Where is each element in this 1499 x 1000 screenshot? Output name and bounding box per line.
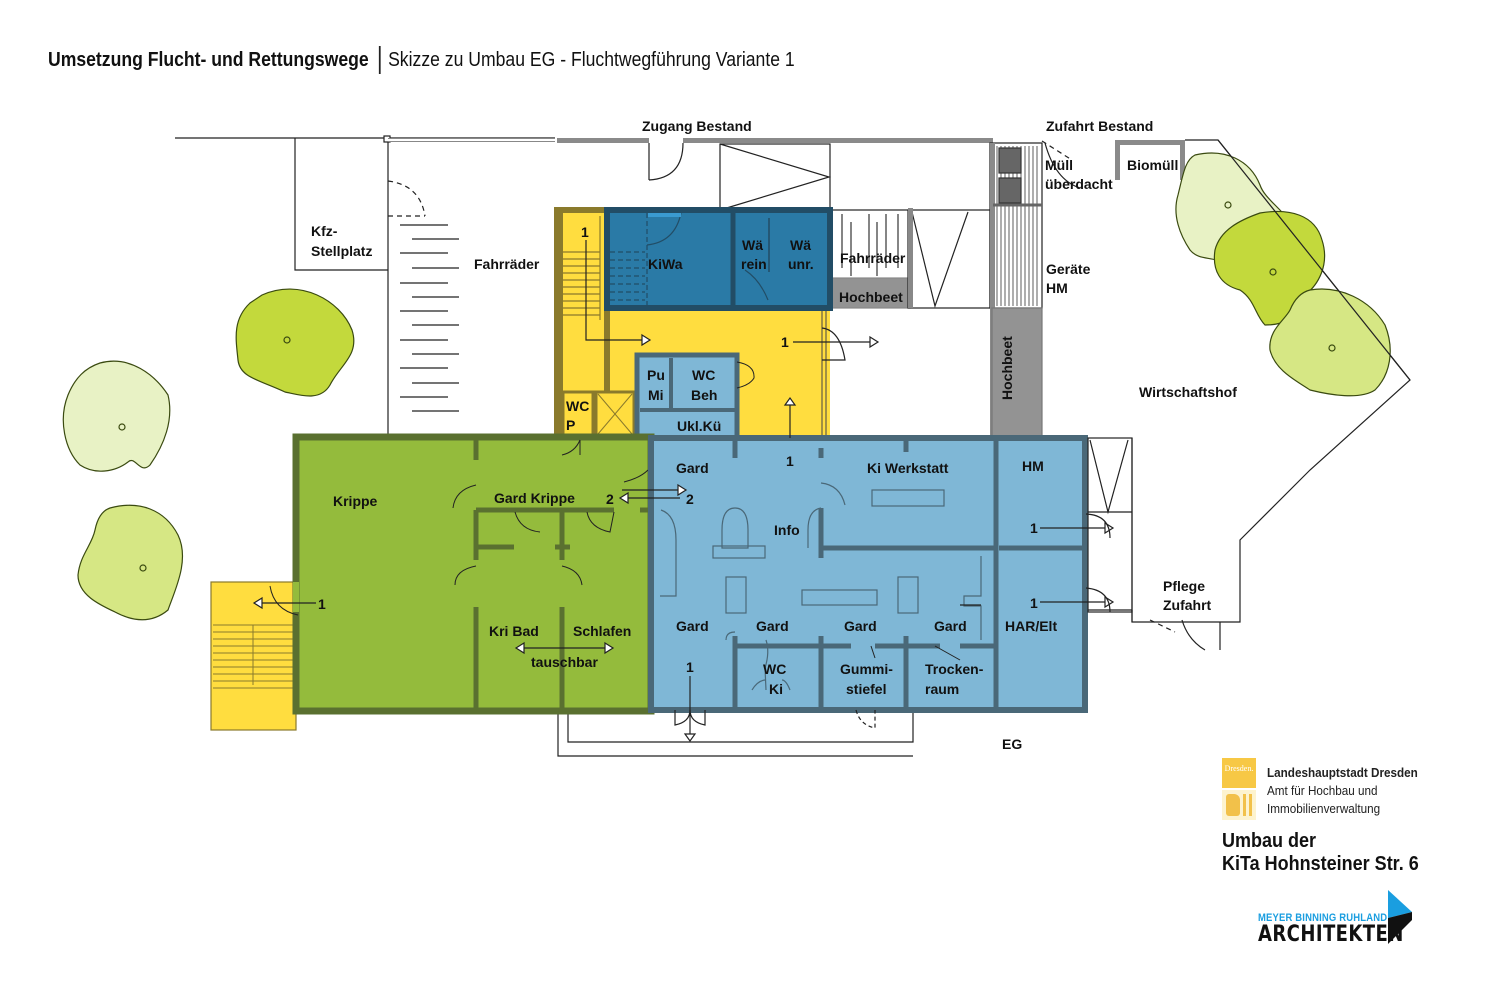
room-ukl-kue: Ukl.Kü (677, 418, 721, 434)
label-biomuell: Biomüll (1127, 157, 1178, 173)
room-wcp-2: P (566, 417, 575, 433)
architect-word: ARCHITEKTEN (1258, 922, 1404, 947)
room-tauschbar: tauschbar (531, 654, 598, 670)
architect-names: MEYER BINNING RUHLAND (1258, 912, 1388, 924)
label-kfz-1: Kfz- (311, 223, 338, 239)
room-schlafen: Schlafen (573, 623, 631, 639)
room-wcbeh-1: WC (692, 367, 715, 383)
route-num-krippe: 1 (318, 596, 326, 612)
tree-3 (77, 504, 184, 621)
label-geraete-1: Geräte (1046, 261, 1091, 277)
room-wae-rein-1: Wä (742, 237, 763, 253)
route-num-gard-krippe: 2 (606, 491, 614, 507)
room-gard-nw: Gard (676, 460, 709, 476)
route-num-yellow-east: 1 (781, 334, 789, 350)
route-num-yellow-south: 1 (786, 453, 794, 469)
room-har-elt: HAR/Elt (1005, 618, 1057, 634)
escape-arrows (252, 240, 1133, 743)
route-num-stair: 1 (581, 224, 589, 240)
label-pflege-2: Zufahrt (1163, 597, 1212, 613)
label-zugang-bestand: Zugang Bestand (642, 118, 752, 134)
label-muell-1: Müll (1045, 157, 1073, 173)
label-geraete-2: HM (1046, 280, 1068, 296)
room-kiwa: KiWa (648, 256, 683, 272)
room-ki-werkstatt: Ki Werkstatt (867, 460, 949, 476)
tree-2 (62, 360, 171, 472)
project-line-2: KiTa Hohnsteiner Str. 6 (1222, 853, 1419, 875)
room-wcp-1: WC (566, 398, 589, 414)
project-line-1: Umbau der (1222, 830, 1317, 852)
room-wae-rein-2: rein (741, 256, 767, 272)
room-wcbeh-2: Beh (691, 387, 717, 403)
room-wcki-1: WC (763, 661, 786, 677)
label-hochbeet-horizontal: Hochbeet (839, 289, 903, 305)
room-pumi-1: Pu (647, 367, 665, 383)
page-title: Umsetzung Flucht- und Rettungswege Skizz… (48, 46, 795, 74)
title-subtitle: Skizze zu Umbau EG - Fluchtwegführung Va… (388, 48, 795, 71)
architect-logo: MEYER BINNING RUHLAND ARCHITEKTEN (1258, 890, 1418, 948)
label-zufahrt-bestand: Zufahrt Bestand (1046, 118, 1153, 134)
room-wae-unr-2: unr. (788, 256, 814, 272)
label-floor-eg: EG (1002, 736, 1022, 752)
site-text-labels: Zugang Bestand Zufahrt Bestand Kfz- Stel… (311, 118, 1237, 752)
room-kri-bad: Kri Bad (489, 623, 539, 639)
authority-text: Landeshauptstadt Dresden Amt für Hochbau… (1267, 764, 1418, 818)
label-muell-2: überdacht (1045, 176, 1113, 192)
room-hm: HM (1022, 458, 1044, 474)
zone-blue-core (634, 352, 755, 441)
room-gard-s3: Gard (844, 618, 877, 634)
room-gard-s2: Gard (756, 618, 789, 634)
room-gummi-2: stiefel (846, 681, 886, 697)
tree-6 (1269, 288, 1391, 397)
dresden-logo: Dresden. (1222, 758, 1256, 820)
route-num-hm: 1 (1030, 520, 1038, 536)
zone-dark-blue (604, 207, 833, 311)
label-wirtschaftshof: Wirtschaftshof (1139, 384, 1237, 400)
zone-kita-blue (648, 435, 1088, 713)
room-info: Info (774, 522, 800, 538)
room-labels: KiWa Wä rein Wä unr. Pu Mi WC Beh WC P U… (333, 237, 1057, 697)
route-num-gard-blue: 2 (686, 491, 694, 507)
room-gard-sw: Gard (676, 618, 709, 634)
bike-stands-west (400, 224, 459, 412)
title-separator (379, 46, 382, 74)
label-fahrraeder-east: Fahrräder (840, 250, 906, 266)
tree-1 (235, 288, 355, 397)
authority-dept-1: Amt für Hochbau und (1267, 783, 1378, 798)
tauschbar-arrow (514, 641, 615, 655)
authority-name: Landeshauptstadt Dresden (1267, 765, 1418, 780)
room-pumi-2: Mi (648, 387, 664, 403)
room-trocken-2: raum (925, 681, 959, 697)
room-wae-unr-1: Wä (790, 237, 811, 253)
trees (62, 139, 1411, 621)
room-gard-krippe: Gard Krippe (494, 490, 575, 506)
label-pflege-1: Pflege (1163, 578, 1205, 594)
room-gard-s4: Gard (934, 618, 967, 634)
room-krippe: Krippe (333, 493, 378, 509)
route-num-south: 1 (686, 659, 694, 675)
existing-wall-north (557, 138, 993, 211)
authority-dept-2: Immobilienverwaltung (1267, 801, 1381, 816)
project-title: Umbau der KiTa Hohnsteiner Str. 6 (1222, 830, 1419, 876)
label-hochbeet-vertical: Hochbeet (999, 336, 1015, 400)
room-wcki-2: Ki (769, 681, 783, 697)
tree-5 (1213, 210, 1326, 326)
dresden-coat-of-arms-icon (1222, 790, 1256, 820)
title-main: Umsetzung Flucht- und Rettungswege (48, 48, 369, 71)
room-trocken-1: Trocken- (925, 661, 984, 677)
dresden-logo-text: Dresden. (1222, 758, 1256, 788)
architect-chevron-icon (1388, 890, 1412, 944)
escape-route-numbers: 1 1 1 1 2 2 1 1 1 (318, 224, 1038, 675)
route-num-har: 1 (1030, 595, 1038, 611)
room-gummi-1: Gummi- (840, 661, 893, 677)
site-outline (175, 135, 555, 437)
label-kfz-2: Stellplatz (311, 243, 372, 259)
label-fahrraeder-west: Fahrräder (474, 256, 540, 272)
